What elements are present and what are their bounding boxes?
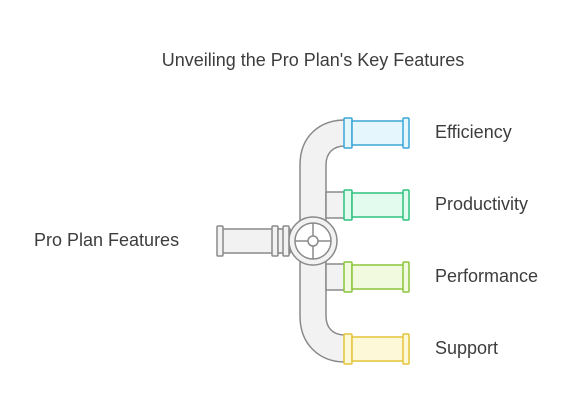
diagram-title: Unveiling the Pro Plan's Key Features (161, 50, 465, 70)
outlet-productivity (343, 189, 410, 221)
valve-icon (288, 216, 338, 266)
feature-label-support: Support (435, 338, 499, 358)
feature-label-productivity: Productivity (435, 194, 529, 214)
outlet-performance (343, 261, 410, 293)
inlet-pipe (216, 225, 291, 257)
root-label: Pro Plan Features (34, 230, 180, 250)
feature-label-performance: Performance (435, 266, 539, 286)
outlet-support (343, 333, 410, 365)
feature-label-efficiency: Efficiency (435, 122, 512, 142)
outlet-efficiency (343, 117, 410, 149)
